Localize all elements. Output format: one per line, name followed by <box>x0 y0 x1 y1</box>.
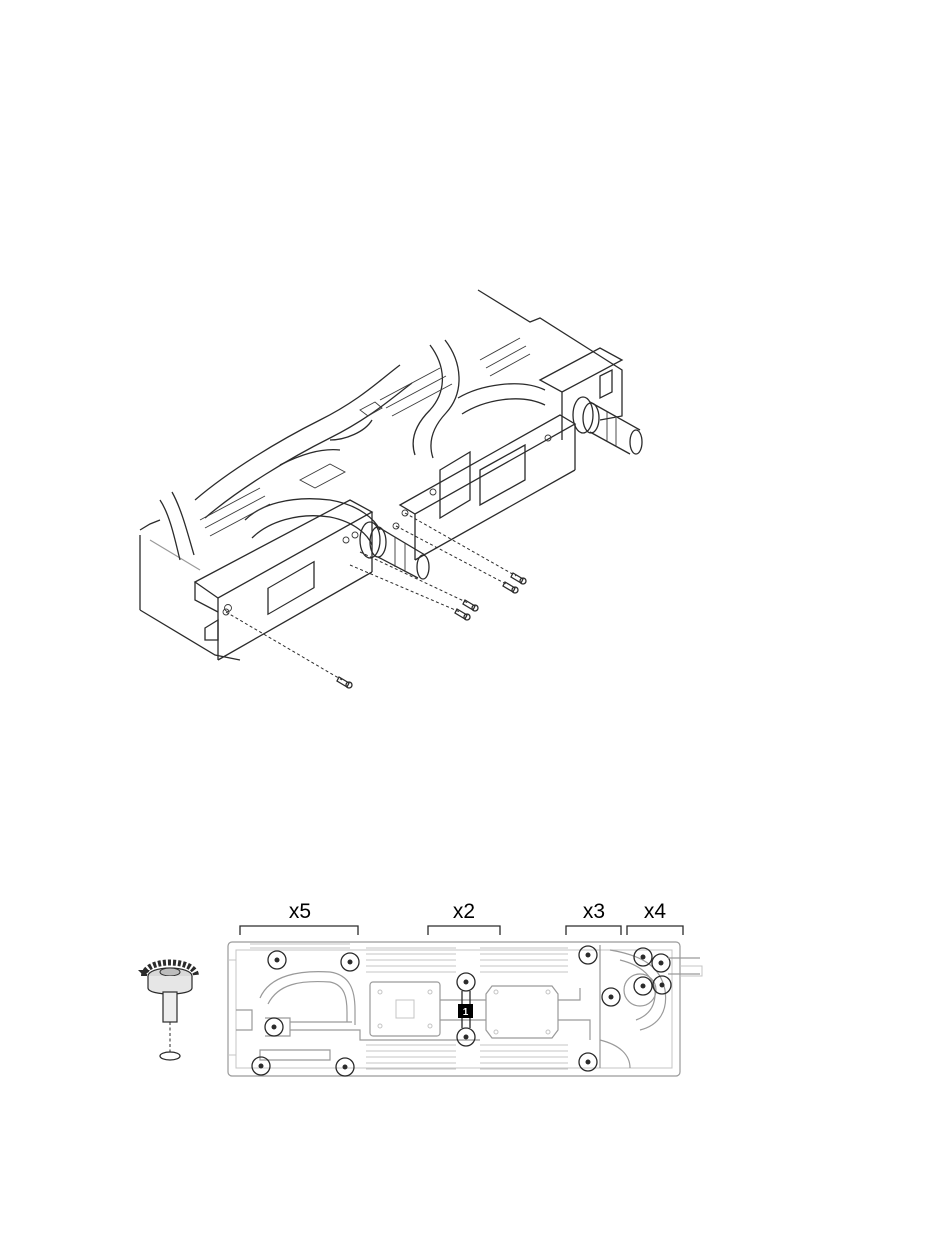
screw-circle <box>268 951 286 969</box>
svg-text:x3: x3 <box>583 900 605 923</box>
screw-circle <box>634 977 652 995</box>
group-bracket-x2: x2 <box>428 900 500 935</box>
cold-plate-right <box>486 986 558 1038</box>
svg-text:x2: x2 <box>453 900 475 923</box>
cold-plate-left <box>370 982 440 1036</box>
water-loop-piping <box>236 945 666 1068</box>
svg-text:x5: x5 <box>289 900 311 923</box>
screw-circle <box>579 946 597 964</box>
torx-screwdriver-loosen-icon <box>138 963 196 1061</box>
svg-text:x4: x4 <box>644 900 667 923</box>
screw-circle <box>457 973 475 991</box>
svg-text:1: 1 <box>463 1007 469 1018</box>
group-bracket-x4: x4 <box>627 900 683 935</box>
callout-marker-1: 1 <box>458 1004 473 1018</box>
screw-circle <box>652 954 670 972</box>
screw-circle <box>457 1028 475 1046</box>
screw-circle <box>602 988 620 1006</box>
screw-locations-x5 <box>252 951 359 1076</box>
screw-circle <box>341 953 359 971</box>
screw-locations-x4 <box>634 948 671 995</box>
screw-circle <box>336 1058 354 1076</box>
screw-circle <box>265 1018 283 1036</box>
group-bracket-x5: x5 <box>240 900 358 935</box>
group-bracket-x3: x3 <box>566 900 621 935</box>
